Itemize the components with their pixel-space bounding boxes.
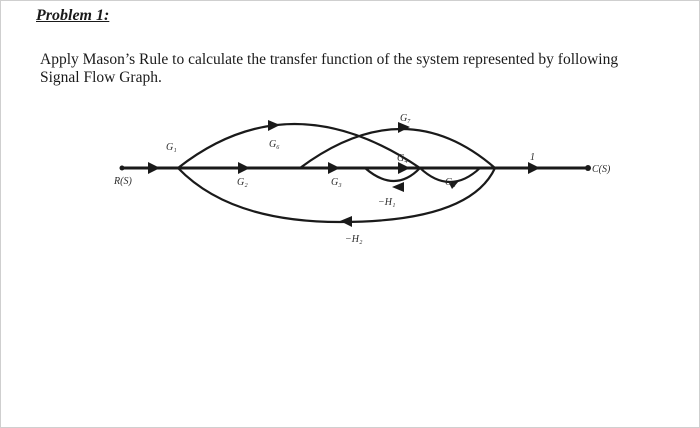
- label-g2: G₂: [237, 177, 248, 188]
- main-path-arrows: [148, 162, 540, 174]
- branch-g5: [419, 167, 481, 183]
- arrow-unity: [528, 162, 540, 174]
- arrow-input: [148, 162, 160, 174]
- node-output: [585, 165, 591, 171]
- branch-h1: [364, 167, 421, 182]
- label-g6: G₆: [269, 139, 280, 150]
- label-g3: G₃: [331, 177, 342, 188]
- arrow-g3: [328, 162, 340, 174]
- label-unity: 1: [530, 152, 535, 163]
- label-input: R(S): [113, 176, 132, 187]
- branch-g6: [177, 123, 421, 169]
- arrow-g5: [449, 181, 459, 189]
- arrow-h2: [340, 216, 352, 227]
- label-g1: G₁: [166, 142, 177, 153]
- problem-statement: Apply Mason’s Rule to calculate the tran…: [40, 51, 619, 86]
- label-output: C(S): [592, 164, 611, 175]
- arrow-g4: [398, 162, 410, 174]
- arrow-g6: [268, 120, 280, 131]
- node-input: [119, 165, 125, 171]
- label-h2: −H₂: [345, 234, 363, 245]
- arrow-g7: [398, 122, 410, 133]
- branch-h2: [177, 167, 496, 224]
- arrow-g2: [238, 162, 250, 174]
- label-h1: −H₁: [378, 197, 395, 208]
- label-g4: G₄: [397, 153, 408, 164]
- arrow-h1: [392, 182, 404, 192]
- label-g7: G₇: [400, 113, 411, 124]
- label-g5: G₅: [445, 177, 456, 188]
- problem-heading: Problem 1:: [36, 7, 110, 24]
